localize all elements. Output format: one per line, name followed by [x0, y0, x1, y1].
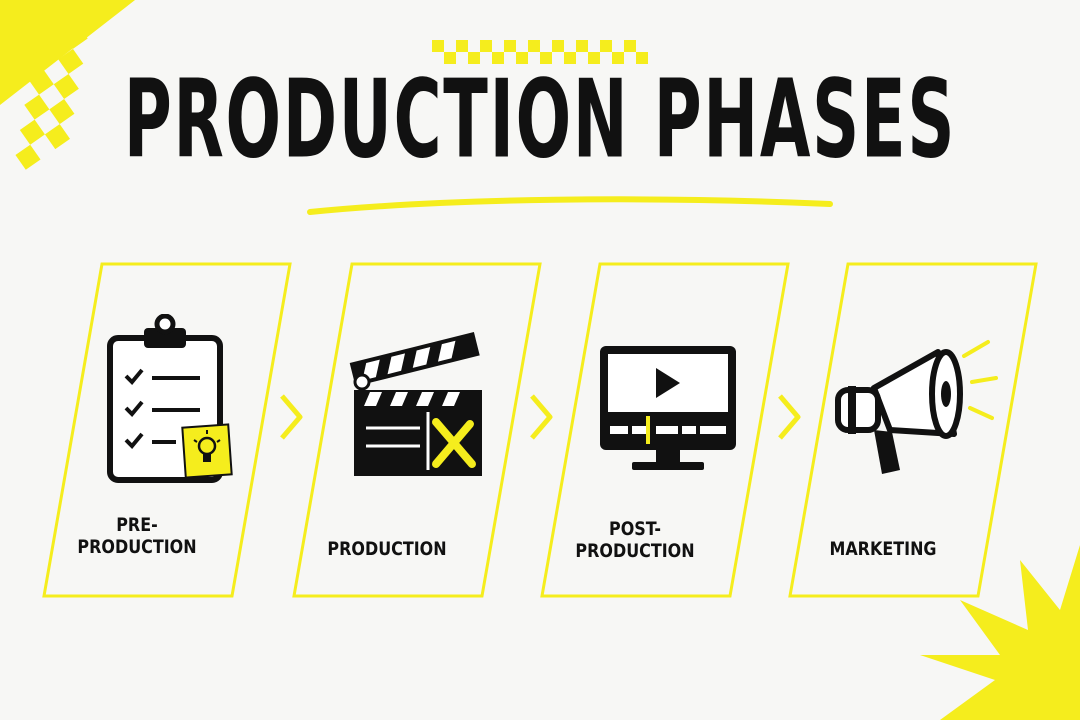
- phase-panel: [540, 262, 790, 598]
- phase-card-pre-production: PRE- PRODUCTION: [42, 262, 292, 598]
- chevron-right-icon: [530, 394, 553, 440]
- title-underline: [307, 196, 833, 215]
- chevron-right-icon: [280, 394, 303, 440]
- phase-label: PRODUCTION: [327, 538, 447, 560]
- phase-card-production: PRODUCTION: [292, 262, 542, 598]
- phase-panel: [42, 262, 292, 598]
- megaphone-icon: [835, 340, 998, 474]
- video-editing-monitor-icon: [600, 346, 736, 470]
- chevron-right-icon: [778, 394, 801, 440]
- clipboard-checklist-icon: [107, 314, 233, 483]
- phase-label: POST- PRODUCTION: [575, 518, 695, 562]
- phase-panel: [292, 262, 542, 598]
- page-title: PRODUCTION PHASES: [123, 55, 957, 182]
- clapperboard-icon: [349, 332, 482, 476]
- phase-panel: [788, 262, 1038, 598]
- phase-label: PRE- PRODUCTION: [77, 514, 197, 558]
- phase-label: MARKETING: [829, 538, 937, 560]
- phase-card-marketing: MARKETING: [788, 262, 1038, 598]
- phase-card-post-production: POST- PRODUCTION: [540, 262, 790, 598]
